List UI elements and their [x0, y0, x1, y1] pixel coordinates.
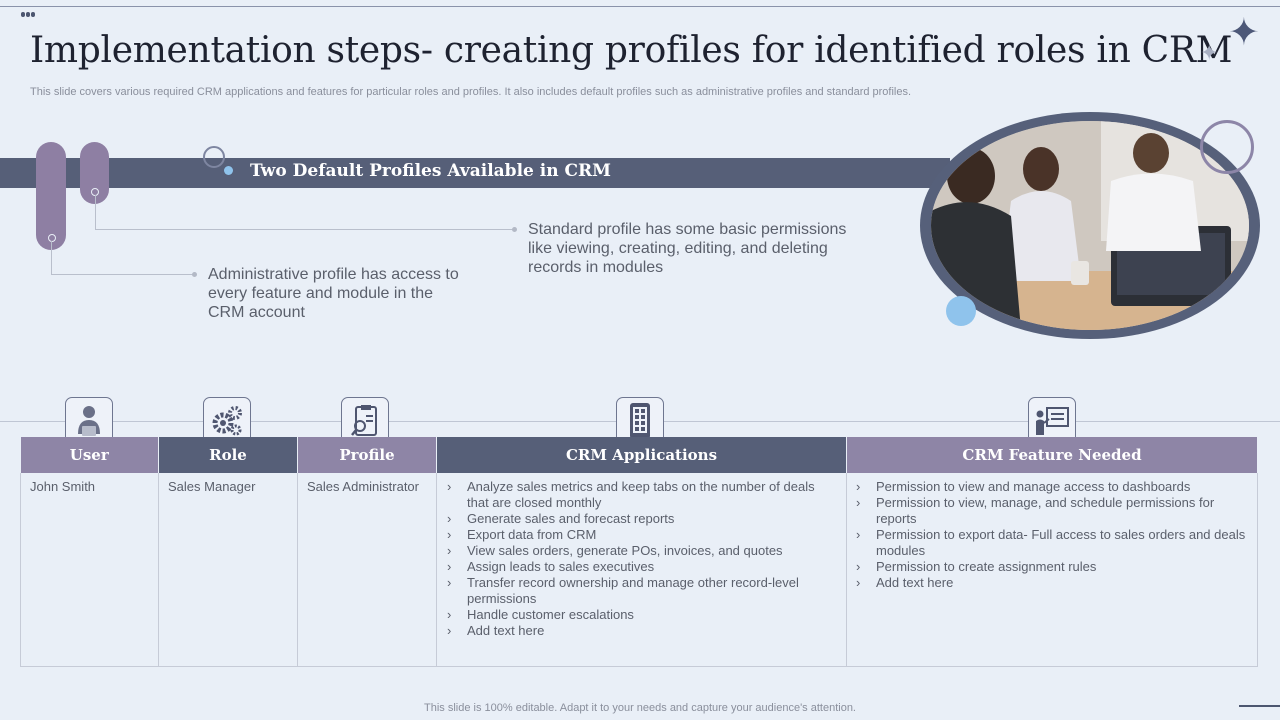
administrative-profile-text: Administrative profile has access to eve… — [208, 266, 459, 321]
list-item: Permission to create assignment rules — [856, 559, 1248, 575]
cell-user: John Smith — [20, 473, 159, 667]
cell-role: Sales Manager — [158, 473, 298, 667]
cell-applications: Analyze sales metrics and keep tabs on t… — [436, 473, 847, 667]
list-item: Add text here — [856, 575, 1248, 591]
list-item: Permission to view and manage access to … — [856, 479, 1248, 495]
cell-features: Permission to view and manage access to … — [846, 473, 1258, 667]
list-item: Permission to view, manage, and schedule… — [856, 495, 1248, 527]
header-crm-feature-needed: CRM Feature Needed — [846, 437, 1258, 473]
admin-marker-dot — [48, 234, 56, 242]
features-list: Permission to view and manage access to … — [856, 479, 1248, 591]
list-item: View sales orders, generate POs, invoice… — [447, 543, 837, 559]
header-crm-applications: CRM Applications — [436, 437, 847, 473]
list-item: Generate sales and forecast reports — [447, 511, 837, 527]
admin-connector-end — [192, 272, 197, 277]
list-item: Handle customer escalations — [447, 607, 837, 623]
standard-connector-horizontal — [95, 229, 513, 230]
standard-profile-text: Standard profile has some basic permissi… — [528, 221, 847, 276]
admin-profile-marker — [36, 142, 66, 250]
page-subtitle: This slide covers various required CRM a… — [30, 86, 912, 98]
admin-connector-vertical — [51, 241, 52, 274]
admin-connector-horizontal — [51, 274, 193, 275]
list-item: Assign leads to sales executives — [447, 559, 837, 575]
list-item: Permission to export data- Full access t… — [856, 527, 1248, 559]
sparkle-icon: ✦ — [1228, 12, 1260, 54]
table-row: John Smith Sales Manager Sales Administr… — [20, 473, 1258, 667]
bottom-accent-bar — [1239, 705, 1280, 707]
applications-list: Analyze sales metrics and keep tabs on t… — [447, 479, 837, 639]
header-profile: Profile — [297, 437, 437, 473]
top-divider — [0, 6, 1280, 7]
standard-connector-vertical — [95, 195, 96, 229]
decorative-dots — [21, 4, 39, 17]
list-item: Export data from CRM — [447, 527, 837, 543]
cell-profile: Sales Administrator — [297, 473, 437, 667]
header-role: Role — [158, 437, 298, 473]
table-header-row: User Role Profile CRM Applications CRM F… — [20, 437, 1258, 473]
standard-connector-end — [512, 227, 517, 232]
list-item: Add text here — [447, 623, 837, 639]
profiles-band — [0, 158, 950, 188]
decorative-blue-dot — [946, 296, 976, 326]
decorative-ring-large — [1200, 120, 1254, 174]
footer-note: This slide is 100% editable. Adapt it to… — [424, 702, 856, 714]
list-item: Analyze sales metrics and keep tabs on t… — [447, 479, 837, 511]
roles-table: User Role Profile CRM Applications CRM F… — [20, 437, 1258, 667]
profiles-band-title: Two Default Profiles Available in CRM — [250, 161, 611, 181]
decorative-dot — [224, 166, 233, 175]
decorative-ring — [203, 146, 225, 168]
list-item: Transfer record ownership and manage oth… — [447, 575, 837, 607]
page-title: Implementation steps- creating profiles … — [30, 30, 1233, 71]
sparkle-small-icon: ✦ — [1200, 40, 1219, 65]
header-user: User — [20, 437, 159, 473]
